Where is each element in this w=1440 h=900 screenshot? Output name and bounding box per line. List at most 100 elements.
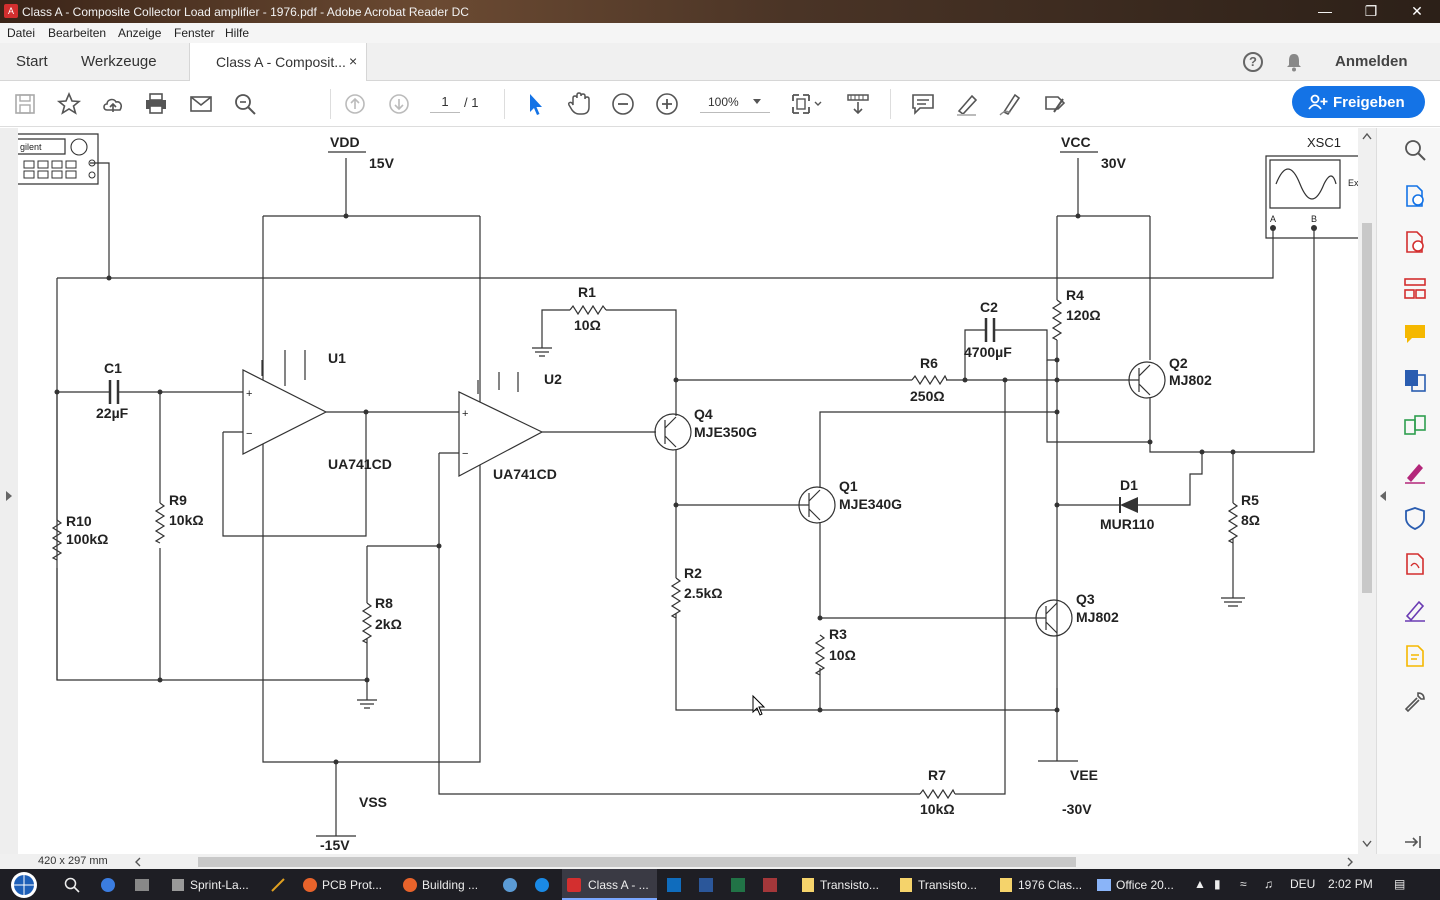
email-icon[interactable]: [188, 91, 214, 117]
label-scope-a: A: [1270, 214, 1276, 224]
menu-datei[interactable]: Datei: [7, 26, 36, 40]
next-page-icon[interactable]: [386, 91, 412, 117]
vertical-scroll-thumb[interactable]: [1362, 223, 1372, 593]
label-r2: R2: [684, 565, 702, 581]
zoom-level-select[interactable]: 100%: [700, 91, 770, 113]
tab-start[interactable]: Start: [16, 53, 48, 70]
vertical-scrollbar[interactable]: [1358, 128, 1376, 854]
teamviewer-icon[interactable]: [532, 869, 554, 900]
tray-overflow-icon[interactable]: ▲: [1194, 877, 1206, 891]
search-icon[interactable]: [60, 869, 84, 900]
access-icon[interactable]: [760, 869, 782, 900]
label-r4: R4: [1066, 287, 1084, 303]
search-icon[interactable]: [1403, 138, 1427, 165]
label-d1-part: MUR110: [1100, 516, 1155, 532]
label-r1-value: 10Ω: [574, 317, 601, 333]
page-number-input[interactable]: 1: [430, 91, 460, 113]
edit-pdf-icon[interactable]: [1403, 414, 1427, 441]
svg-text:−: −: [462, 448, 468, 460]
language-indicator[interactable]: DEU: [1290, 877, 1316, 891]
draw-freehand-icon[interactable]: [998, 91, 1024, 117]
notifications-icon[interactable]: ▤: [1394, 877, 1406, 891]
previous-page-icon[interactable]: [342, 91, 368, 117]
close-window-button[interactable]: ✕: [1411, 3, 1423, 19]
combine-files-icon[interactable]: [1403, 368, 1427, 395]
menu-bearbeiten[interactable]: Bearbeiten: [48, 26, 107, 40]
label-r8: R8: [375, 595, 393, 611]
star-icon[interactable]: [56, 91, 82, 117]
tab-document[interactable]: Class A - Composit... ×: [189, 43, 367, 82]
app-icon[interactable]: [132, 869, 154, 900]
scroll-mode-icon[interactable]: [845, 91, 871, 117]
label-u2-part: UA741CD: [493, 466, 557, 482]
bell-icon[interactable]: [1285, 52, 1303, 77]
collapse-panel-icon[interactable]: [1403, 834, 1423, 853]
protect-shield-icon[interactable]: [1403, 506, 1427, 533]
taskbar-item-1976[interactable]: 1976 Clas...: [994, 869, 1089, 900]
taskbar-item-pcb[interactable]: PCB Prot...: [298, 869, 393, 900]
more-tools-wrench-icon[interactable]: [1403, 690, 1427, 717]
tool-icon[interactable]: [266, 869, 290, 900]
menu-hilfe[interactable]: Hilfe: [225, 26, 250, 40]
taskbar-item-transistor-2[interactable]: Transisto...: [894, 869, 989, 900]
label-r9-value: 10kΩ: [169, 512, 204, 528]
signin-button[interactable]: Anmelden: [1335, 53, 1408, 70]
minimize-button[interactable]: —: [1318, 3, 1332, 19]
tab-tools[interactable]: Werkzeuge: [81, 53, 157, 70]
share-button[interactable]: Freigeben: [1292, 86, 1425, 118]
search-zoom-icon[interactable]: [232, 91, 258, 117]
title-bar: A Class A - Composite Collector Load amp…: [0, 0, 1440, 23]
clock[interactable]: 2:02 PM: [1328, 877, 1373, 891]
chevron-down-icon[interactable]: [753, 99, 761, 104]
restore-button[interactable]: ❐: [1364, 3, 1378, 19]
create-pdf-icon[interactable]: [1403, 230, 1427, 257]
help-icon[interactable]: ?: [1243, 52, 1263, 72]
fill-sign-tool-icon[interactable]: [1403, 460, 1427, 487]
label-r10-value: 100kΩ: [66, 531, 108, 547]
upload-cloud-icon[interactable]: [100, 91, 126, 117]
comment-icon[interactable]: [910, 91, 936, 117]
select-cursor-icon[interactable]: [522, 91, 548, 117]
menu-anzeige[interactable]: Anzeige: [118, 26, 162, 40]
pdf-document-icon[interactable]: [1403, 552, 1427, 579]
svg-text:−: −: [246, 428, 252, 440]
send-comments-icon[interactable]: [1403, 644, 1427, 671]
share-button-label: Freigeben: [1333, 94, 1405, 111]
taskbar-item-sprint[interactable]: Sprint-La...: [166, 869, 261, 900]
taskbar-item-building[interactable]: Building ...: [398, 869, 493, 900]
browser-icon[interactable]: [98, 869, 120, 900]
start-button[interactable]: [0, 869, 48, 900]
menu-fenster[interactable]: Fenster: [174, 26, 215, 40]
wifi-icon[interactable]: ≈: [1240, 877, 1247, 891]
hand-tool-icon[interactable]: [566, 91, 592, 117]
document-view[interactable]: VDD 15V VCC 30V VSS -15V VEE -30V C1 22µ…: [0, 128, 1378, 854]
taskbar-item-acrobat[interactable]: Class A - ...: [562, 869, 657, 900]
save-icon[interactable]: [12, 91, 38, 117]
volume-icon[interactable]: ♫: [1264, 877, 1273, 891]
comment-tool-icon[interactable]: [1403, 322, 1427, 349]
left-panel-toggle[interactable]: [0, 128, 18, 854]
status-bar: 420 x 297 mm: [0, 854, 1440, 869]
zoom-out-icon[interactable]: [610, 91, 636, 117]
globe-icon[interactable]: [500, 869, 522, 900]
tab-bar: Start Werkzeuge Class A - Composit... ×: [0, 43, 1440, 82]
excel-icon[interactable]: [728, 869, 750, 900]
close-tab-icon[interactable]: ×: [349, 53, 358, 69]
taskbar-item-transistor-1[interactable]: Transisto...: [796, 869, 891, 900]
horizontal-scroll-thumb[interactable]: [198, 857, 1076, 867]
outlook-icon[interactable]: [664, 869, 686, 900]
export-pdf-icon[interactable]: [1403, 184, 1427, 211]
taskbar-item-office[interactable]: Office 20...: [1092, 869, 1187, 900]
highlight-pen-icon[interactable]: [954, 91, 980, 117]
organize-pages-icon[interactable]: [1403, 276, 1427, 303]
fill-sign-icon[interactable]: [1042, 91, 1068, 117]
label-r9: R9: [169, 492, 187, 508]
fit-page-icon[interactable]: [790, 91, 822, 117]
right-tools-panel: [1376, 128, 1440, 854]
print-icon[interactable]: [143, 91, 169, 117]
word-icon[interactable]: [696, 869, 718, 900]
label-u2: U2: [544, 371, 562, 387]
zoom-in-icon[interactable]: [654, 91, 680, 117]
signature-icon[interactable]: [1403, 598, 1427, 625]
battery-icon[interactable]: ▮: [1214, 877, 1221, 891]
